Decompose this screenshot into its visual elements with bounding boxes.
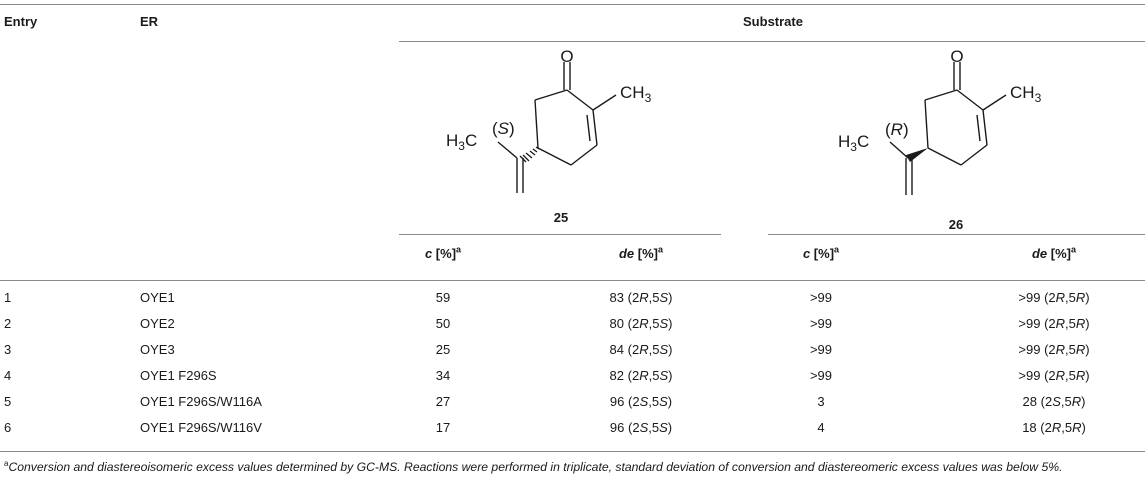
compound-25-rule — [399, 234, 721, 235]
cell-er: OYE3 — [140, 342, 175, 357]
cell-entry: 4 — [4, 368, 12, 383]
cell-c-25: 17 — [435, 420, 451, 435]
cell-c-26: >99 — [809, 290, 833, 305]
header-de-26: de [%]a — [1031, 244, 1077, 261]
cell-de-25: 84 (2R,5S) — [609, 342, 673, 357]
cell-c-26: >99 — [809, 342, 833, 357]
header-substrate: Substrate — [743, 14, 803, 29]
top-rule — [0, 4, 1145, 5]
methyl-label-25: CH3 — [620, 83, 652, 105]
header-er: ER — [140, 14, 159, 29]
cell-c-26: >99 — [809, 368, 833, 383]
cell-er: OYE2 — [140, 316, 175, 331]
structure-26: O CH3 H3C (R) — [838, 47, 1042, 195]
cell-er: OYE1 F296S/W116V — [140, 420, 262, 435]
footnote-mark: a — [4, 458, 9, 468]
header-bottom-rule — [0, 280, 1145, 281]
h3c-label-25: H3C — [446, 131, 477, 153]
cell-de-25: 80 (2R,5S) — [609, 316, 673, 331]
stereo-descriptor-25: (S) — [492, 119, 515, 138]
cell-c-25: 59 — [435, 290, 451, 305]
header-entry: Entry — [4, 14, 38, 29]
cell-c-26: 4 — [817, 420, 825, 435]
methyl-label-26: CH3 — [1010, 83, 1042, 105]
oxygen-atom-26: O — [950, 47, 963, 66]
cell-de-26: 28 (2S,5R) — [1022, 394, 1086, 409]
header-c-26: c [%]a — [802, 244, 840, 261]
structure-25: O CH3 H3C (S) — [446, 47, 652, 193]
cell-de-25: 83 (2R,5S) — [609, 290, 673, 305]
cell-de-25: 96 (2S,5S) — [609, 420, 673, 435]
cell-er: OYE1 F296S/W116A — [140, 394, 262, 409]
cell-c-26: 3 — [817, 394, 825, 409]
compound-26-rule — [768, 234, 1145, 235]
cell-entry: 6 — [4, 420, 12, 435]
cell-de-26: 18 (2R,5R) — [1022, 420, 1086, 435]
stereo-descriptor-26: (R) — [885, 120, 909, 139]
cell-c-26: >99 — [809, 316, 833, 331]
compound-25-label: 25 — [553, 210, 569, 225]
cell-de-25: 96 (2S,5S) — [609, 394, 673, 409]
cell-c-25: 50 — [435, 316, 451, 331]
cell-c-25: 27 — [435, 394, 451, 409]
cell-entry: 5 — [4, 394, 12, 409]
cell-er: OYE1 — [140, 290, 175, 305]
cell-de-26: >99 (2R,5R) — [1018, 316, 1090, 331]
h3c-label-26: H3C — [838, 132, 869, 154]
header-c-25: c [%]a — [424, 244, 462, 261]
compound-26-label: 26 — [948, 217, 964, 232]
table-bottom-rule — [0, 451, 1145, 452]
header-de-25: de [%]a — [618, 244, 664, 261]
cell-er: OYE1 F296S — [140, 368, 217, 383]
substrate-rule — [399, 41, 1145, 42]
cell-de-26: >99 (2R,5R) — [1018, 290, 1090, 305]
cell-de-25: 82 (2R,5S) — [609, 368, 673, 383]
footnote-text: Conversion and diastereoisomeric excess … — [8, 460, 1063, 474]
cell-de-26: >99 (2R,5R) — [1018, 368, 1090, 383]
cell-c-25: 25 — [435, 342, 451, 357]
oxygen-atom-25: O — [560, 47, 573, 66]
table-footnote: aConversion and diastereoisomeric excess… — [4, 459, 1142, 476]
cell-de-26: >99 (2R,5R) — [1018, 342, 1090, 357]
cell-entry: 3 — [4, 342, 12, 357]
cell-c-25: 34 — [435, 368, 451, 383]
cell-entry: 2 — [4, 316, 12, 331]
cell-entry: 1 — [4, 290, 12, 305]
